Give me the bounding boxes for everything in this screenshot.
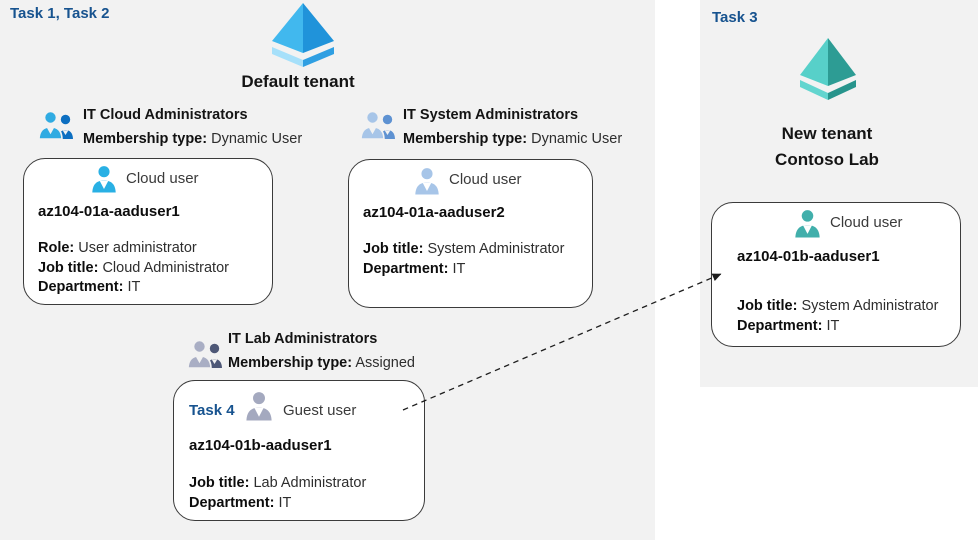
field-department: Department: IT [189,494,366,514]
field-label: Job title: [737,298,798,314]
membership-type-label: Membership type: [83,131,208,147]
new-tenant-title-line2: Contoso Lab [775,150,879,169]
user-fields: Job title: System Administrator Departme… [363,240,564,279]
username: az104-01a-aaduser2 [363,204,505,221]
field-department: Department: IT [38,278,229,298]
user-type-label: Cloud user [830,214,903,231]
group-name-it-system-administrators: IT System Administrators [403,107,579,123]
user-card-guest-az104-01b-aaduser1: Task 4 Guest user az104-01b-aaduser1 Job… [173,380,425,521]
group-icon-it-lab-administrators [188,339,222,369]
group-membership-it-system-administrators: Membership type: Dynamic User [403,131,622,147]
task-4-label: Task 4 [189,402,235,419]
group-icon-it-system-administrators [361,110,395,140]
user-type-label: Cloud user [449,171,522,188]
field-label: Role: [38,240,75,256]
field-role: Role: User administrator [38,239,229,259]
field-job-title: Job title: Cloud Administrator [38,259,229,279]
membership-type-value: Assigned [355,355,415,371]
guest-user-icon [245,391,273,422]
default-tenant-title: Default tenant [241,72,355,91]
cloud-user-icon [414,167,440,196]
group-membership-it-lab-administrators: Membership type: Assigned [228,355,415,371]
field-job-title: Job title: Lab Administrator [189,474,366,494]
field-department: Department: IT [737,317,938,337]
cloud-user-icon [794,209,821,239]
membership-type-label: Membership type: [228,355,353,371]
field-value: System Administrator [427,241,565,257]
task-3-label: Task 3 [712,9,758,26]
azure-ad-blue-tenant-icon [272,3,334,67]
group-membership-it-cloud-administrators: Membership type: Dynamic User [83,131,302,147]
user-card-newtenant-az104-01b-aaduser1: Cloud user az104-01b-aaduser1 Job title:… [711,202,961,347]
field-label: Department: [363,260,449,277]
field-department: Department: IT [363,260,564,280]
field-label: Department: [38,279,124,295]
group-icon-it-cloud-administrators [39,110,73,140]
field-job-title: Job title: System Administrator [737,297,938,317]
membership-type-label: Membership type: [403,131,528,147]
field-label: Job title: [363,241,424,257]
user-fields: Job title: Lab Administrator Department:… [189,474,366,513]
field-value: IT [278,494,292,511]
field-value: IT [826,317,840,334]
field-value: IT [452,260,466,277]
field-value: Cloud Administrator [102,259,229,276]
user-fields: Role: User administrator Job title: Clou… [38,239,229,298]
membership-type-value: Dynamic User [211,131,303,147]
field-label: Job title: [189,475,250,491]
field-label: Department: [189,494,275,511]
user-type-label: Guest user [283,402,357,419]
field-label: Department: [737,317,823,334]
membership-type-value: Dynamic User [531,131,623,147]
field-label: Job title: [38,259,99,276]
task-1-2-label: Task 1, Task 2 [10,5,110,22]
field-value: IT [127,279,141,295]
cloud-user-icon [91,165,117,194]
group-name-it-cloud-administrators: IT Cloud Administrators [83,107,248,123]
group-name-it-lab-administrators: IT Lab Administrators [228,331,378,347]
azure-ad-teal-tenant-icon [800,38,856,100]
new-tenant-title-line1: New tenant [781,124,873,143]
username: az104-01b-aaduser1 [189,437,332,454]
username: az104-01a-aaduser1 [38,203,180,220]
user-card-az104-01a-aaduser1: Cloud user az104-01a-aaduser1 Role: User… [23,158,273,305]
field-value: User administrator [78,240,197,256]
username: az104-01b-aaduser1 [737,248,880,265]
field-job-title: Job title: System Administrator [363,240,564,260]
field-value: System Administrator [801,298,939,314]
user-card-az104-01a-aaduser2: Cloud user az104-01a-aaduser2 Job title:… [348,159,593,308]
field-value: Lab Administrator [253,475,367,491]
user-fields: Job title: System Administrator Departme… [737,297,938,336]
user-type-label: Cloud user [126,170,199,187]
